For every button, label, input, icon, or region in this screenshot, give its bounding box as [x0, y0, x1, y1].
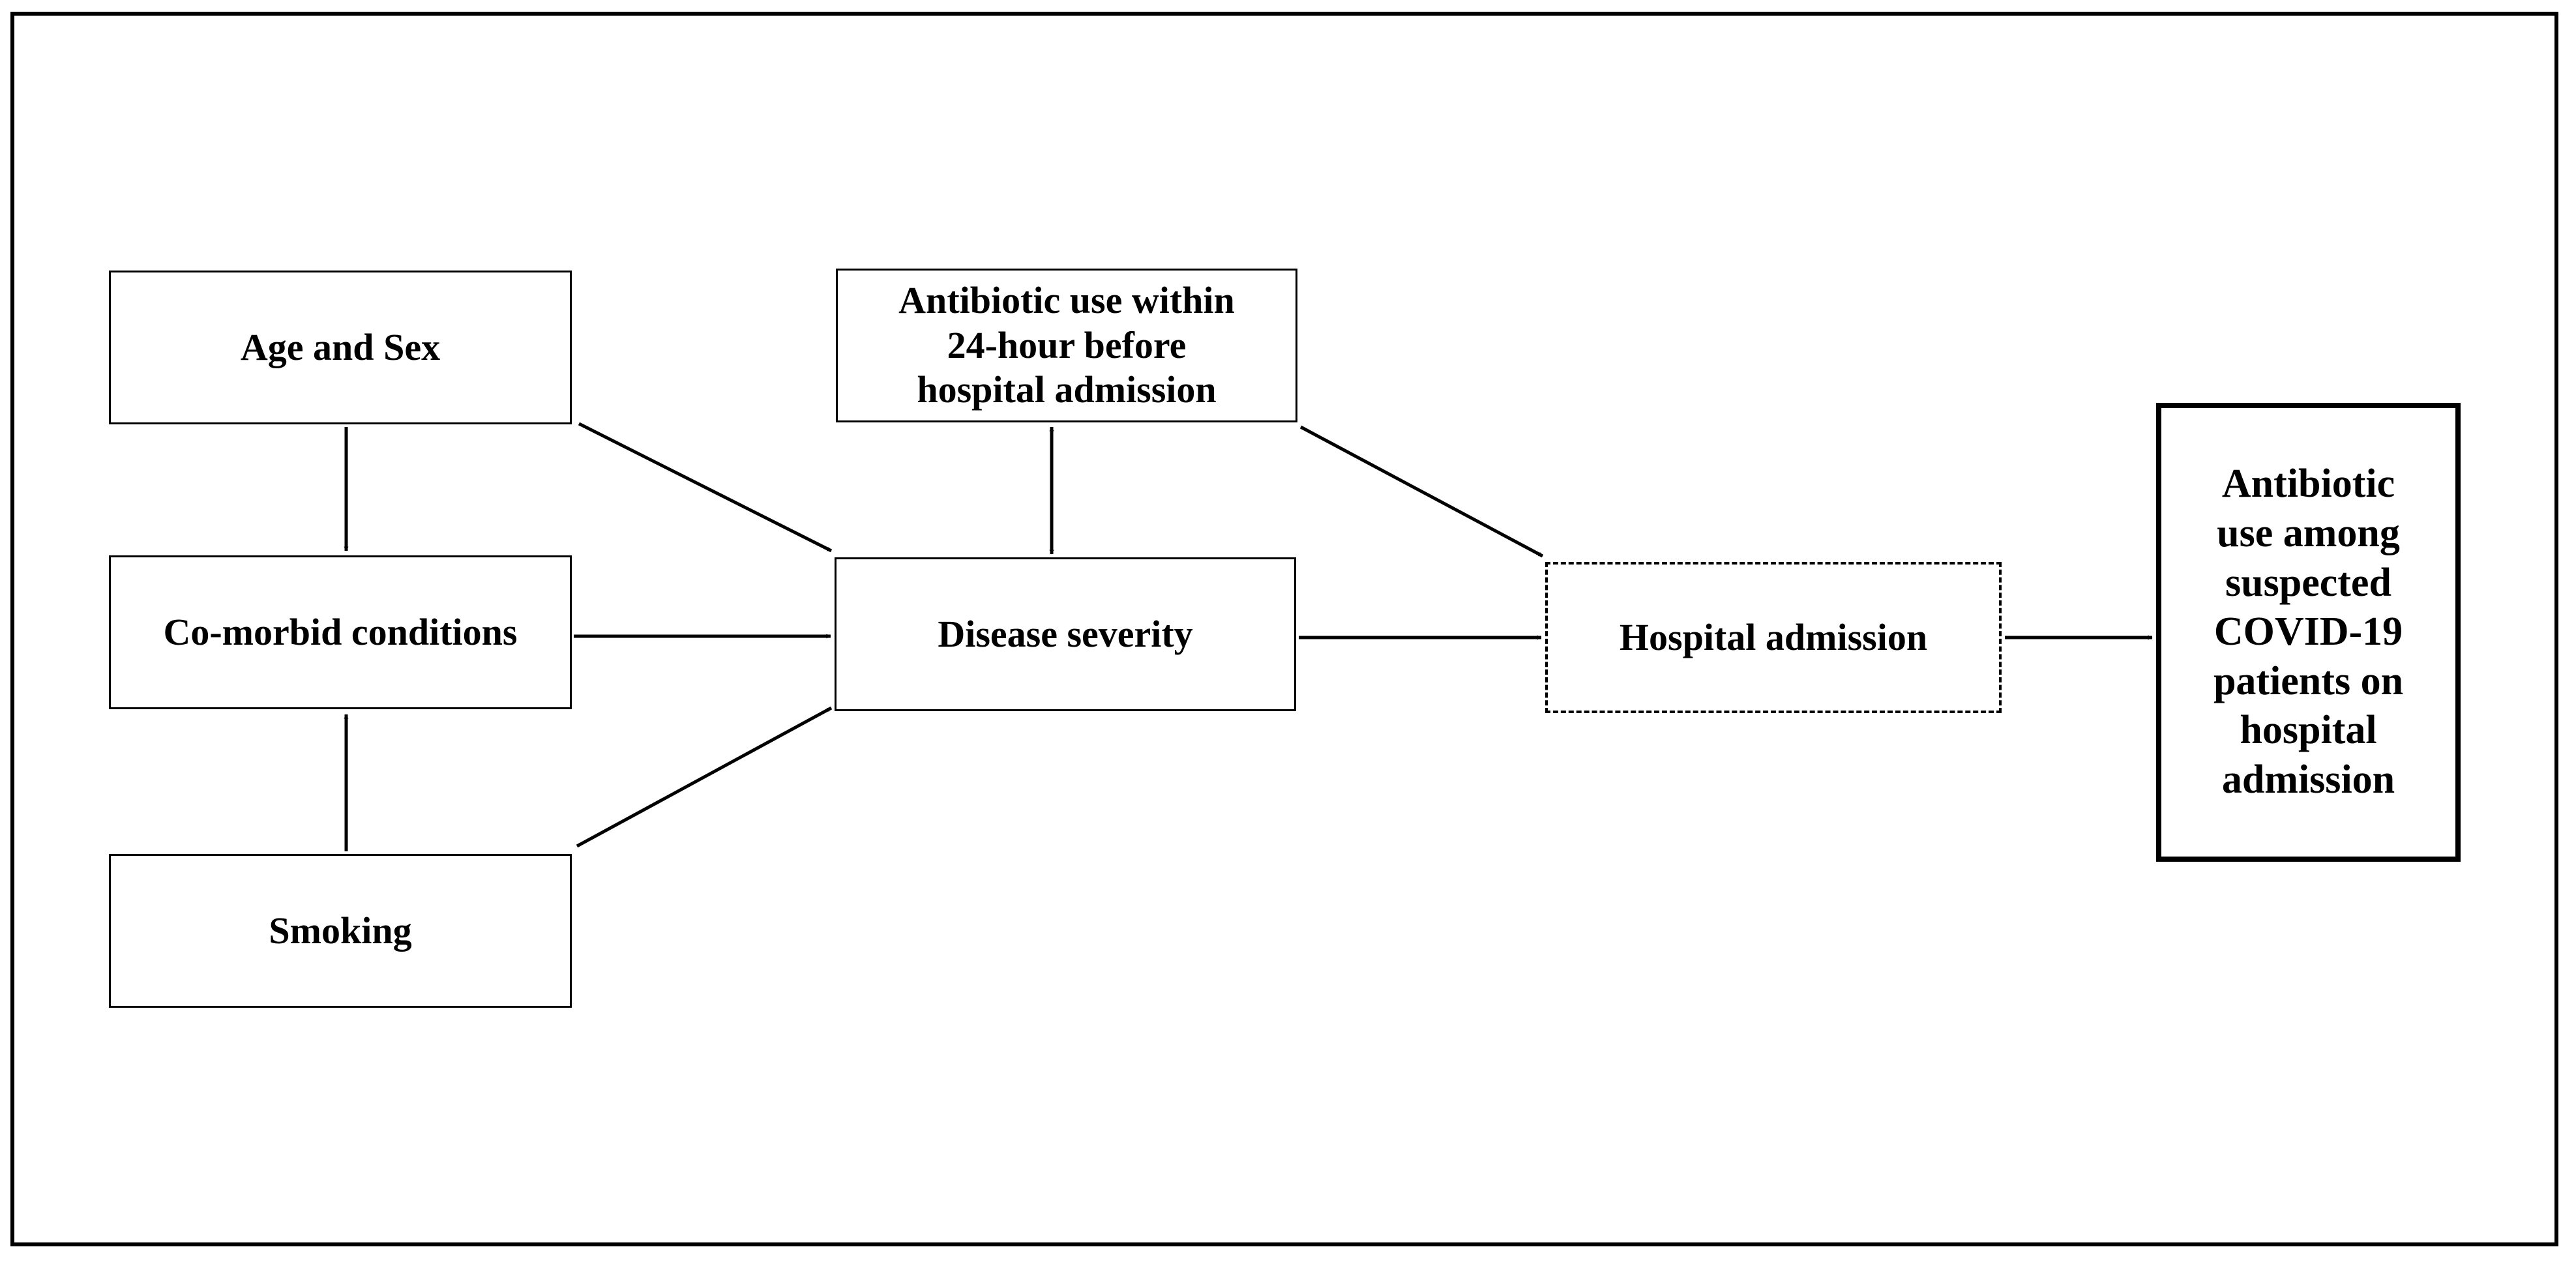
edge-age-sex-to-disease-severity — [578, 422, 833, 553]
node-hospital-admission: Hospital admission — [1545, 562, 2002, 713]
node-disease-severity-label: Disease severity — [938, 612, 1193, 655]
node-smoking-label: Smoking — [269, 909, 412, 952]
node-comorbid-conditions-label: Co-morbid conditions — [163, 610, 518, 653]
node-age-and-sex-label: Age and Sex — [240, 325, 441, 368]
edge-antibiotic-24h-to-hospital-admission — [1299, 425, 1544, 558]
node-smoking: Smoking — [109, 854, 572, 1008]
node-outcome-antibiotic-use: Antibiotic use among suspected COVID-19 … — [2156, 403, 2461, 862]
node-hospital-admission-label: Hospital admission — [1619, 615, 1928, 658]
edge-smoking-to-disease-severity — [576, 706, 833, 848]
node-outcome-antibiotic-use-label: Antibiotic use among suspected COVID-19 … — [2213, 462, 2404, 802]
node-comorbid-conditions: Co-morbid conditions — [109, 555, 572, 709]
node-age-and-sex: Age and Sex — [109, 271, 572, 424]
node-disease-severity: Disease severity — [835, 557, 1296, 711]
diagram-frame — [10, 12, 2558, 1246]
node-antibiotic-use-24h-label: Antibiotic use within 24-hour before hos… — [898, 279, 1235, 411]
node-antibiotic-use-24h: Antibiotic use within 24-hour before hos… — [836, 269, 1297, 422]
